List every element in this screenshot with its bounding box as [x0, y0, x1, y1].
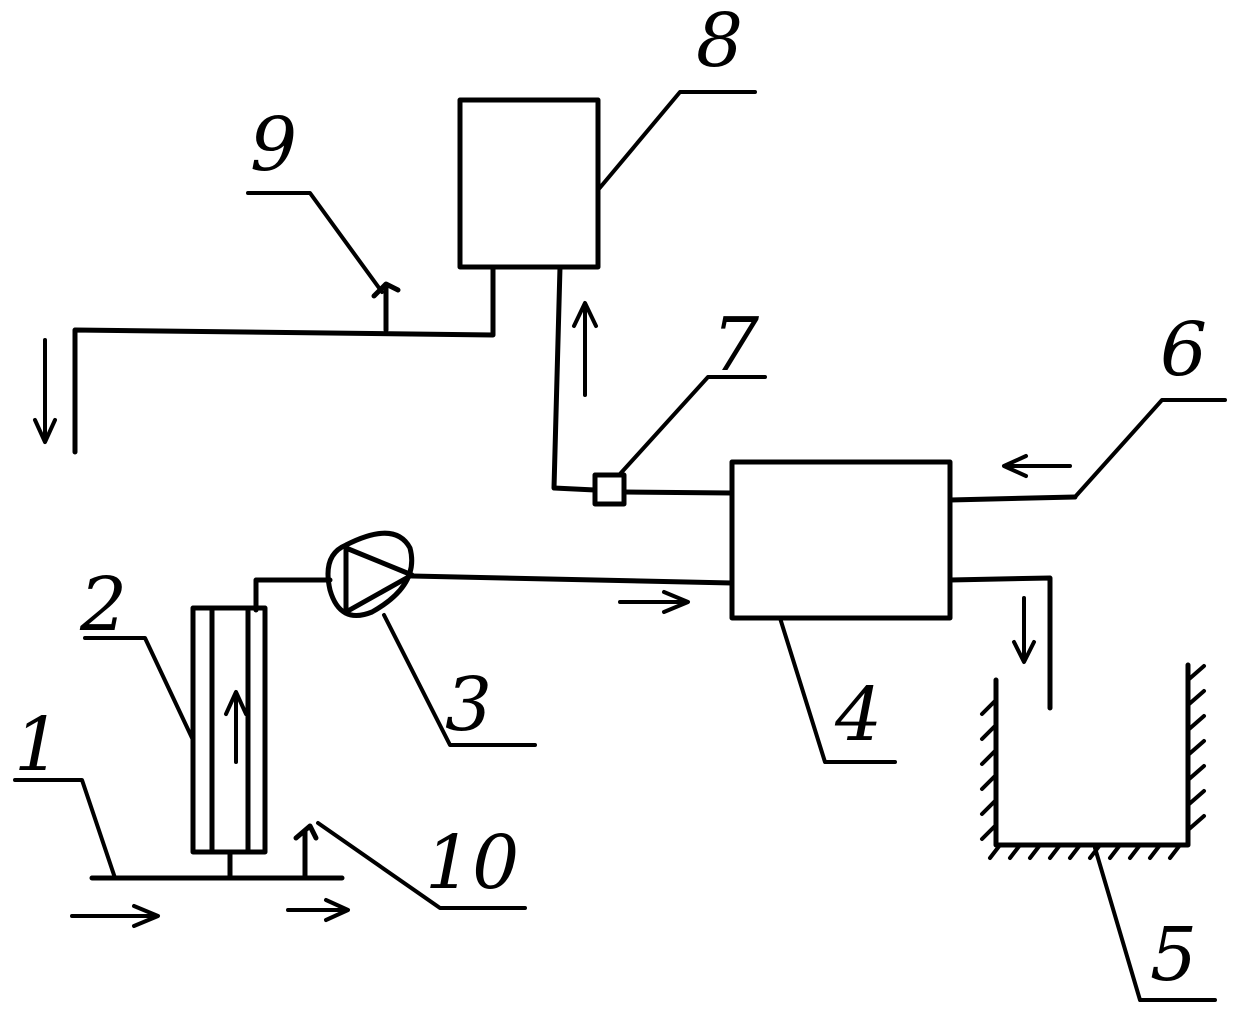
pipe-2-to-3	[253, 577, 333, 613]
valve-10	[293, 823, 319, 881]
pipe-7-to-4	[621, 489, 735, 496]
basin-hatching	[980, 664, 1206, 860]
label-1: 1	[14, 702, 61, 788]
valve-9	[371, 281, 401, 333]
flow-arrow-right-inlet	[70, 904, 160, 928]
pipe-3-to-4	[409, 573, 735, 586]
label-3: 3	[445, 662, 492, 748]
riser-pipe	[551, 264, 598, 493]
inlet-pipe-6	[947, 494, 1078, 503]
unit-4	[729, 459, 953, 621]
leader-lines	[13, 90, 1227, 1002]
label-6: 6	[1160, 307, 1207, 393]
flow-arrow-down-left	[33, 338, 57, 444]
basin-5	[993, 662, 1191, 848]
flow-arrow-down-drain	[1012, 596, 1036, 664]
label-7: 7	[712, 302, 759, 388]
valve-7	[592, 472, 627, 507]
label-9: 9	[250, 102, 297, 188]
filter-column-2	[190, 605, 268, 855]
flow-arrow-up	[572, 301, 598, 397]
label-8: 8	[696, 0, 743, 84]
tank-8	[457, 97, 601, 270]
drain-pipe	[947, 575, 1053, 711]
label-5: 5	[1150, 912, 1197, 998]
flow-arrow-left-6	[1002, 454, 1072, 478]
label-2: 2	[79, 562, 127, 648]
outlet-pipe-left	[72, 264, 496, 455]
pump-3	[325, 530, 415, 618]
flow-arrow-right-pump	[618, 590, 690, 614]
label-10: 10	[425, 820, 519, 906]
flow-arrow-right-outlet	[286, 898, 350, 922]
label-4: 4	[834, 672, 882, 758]
